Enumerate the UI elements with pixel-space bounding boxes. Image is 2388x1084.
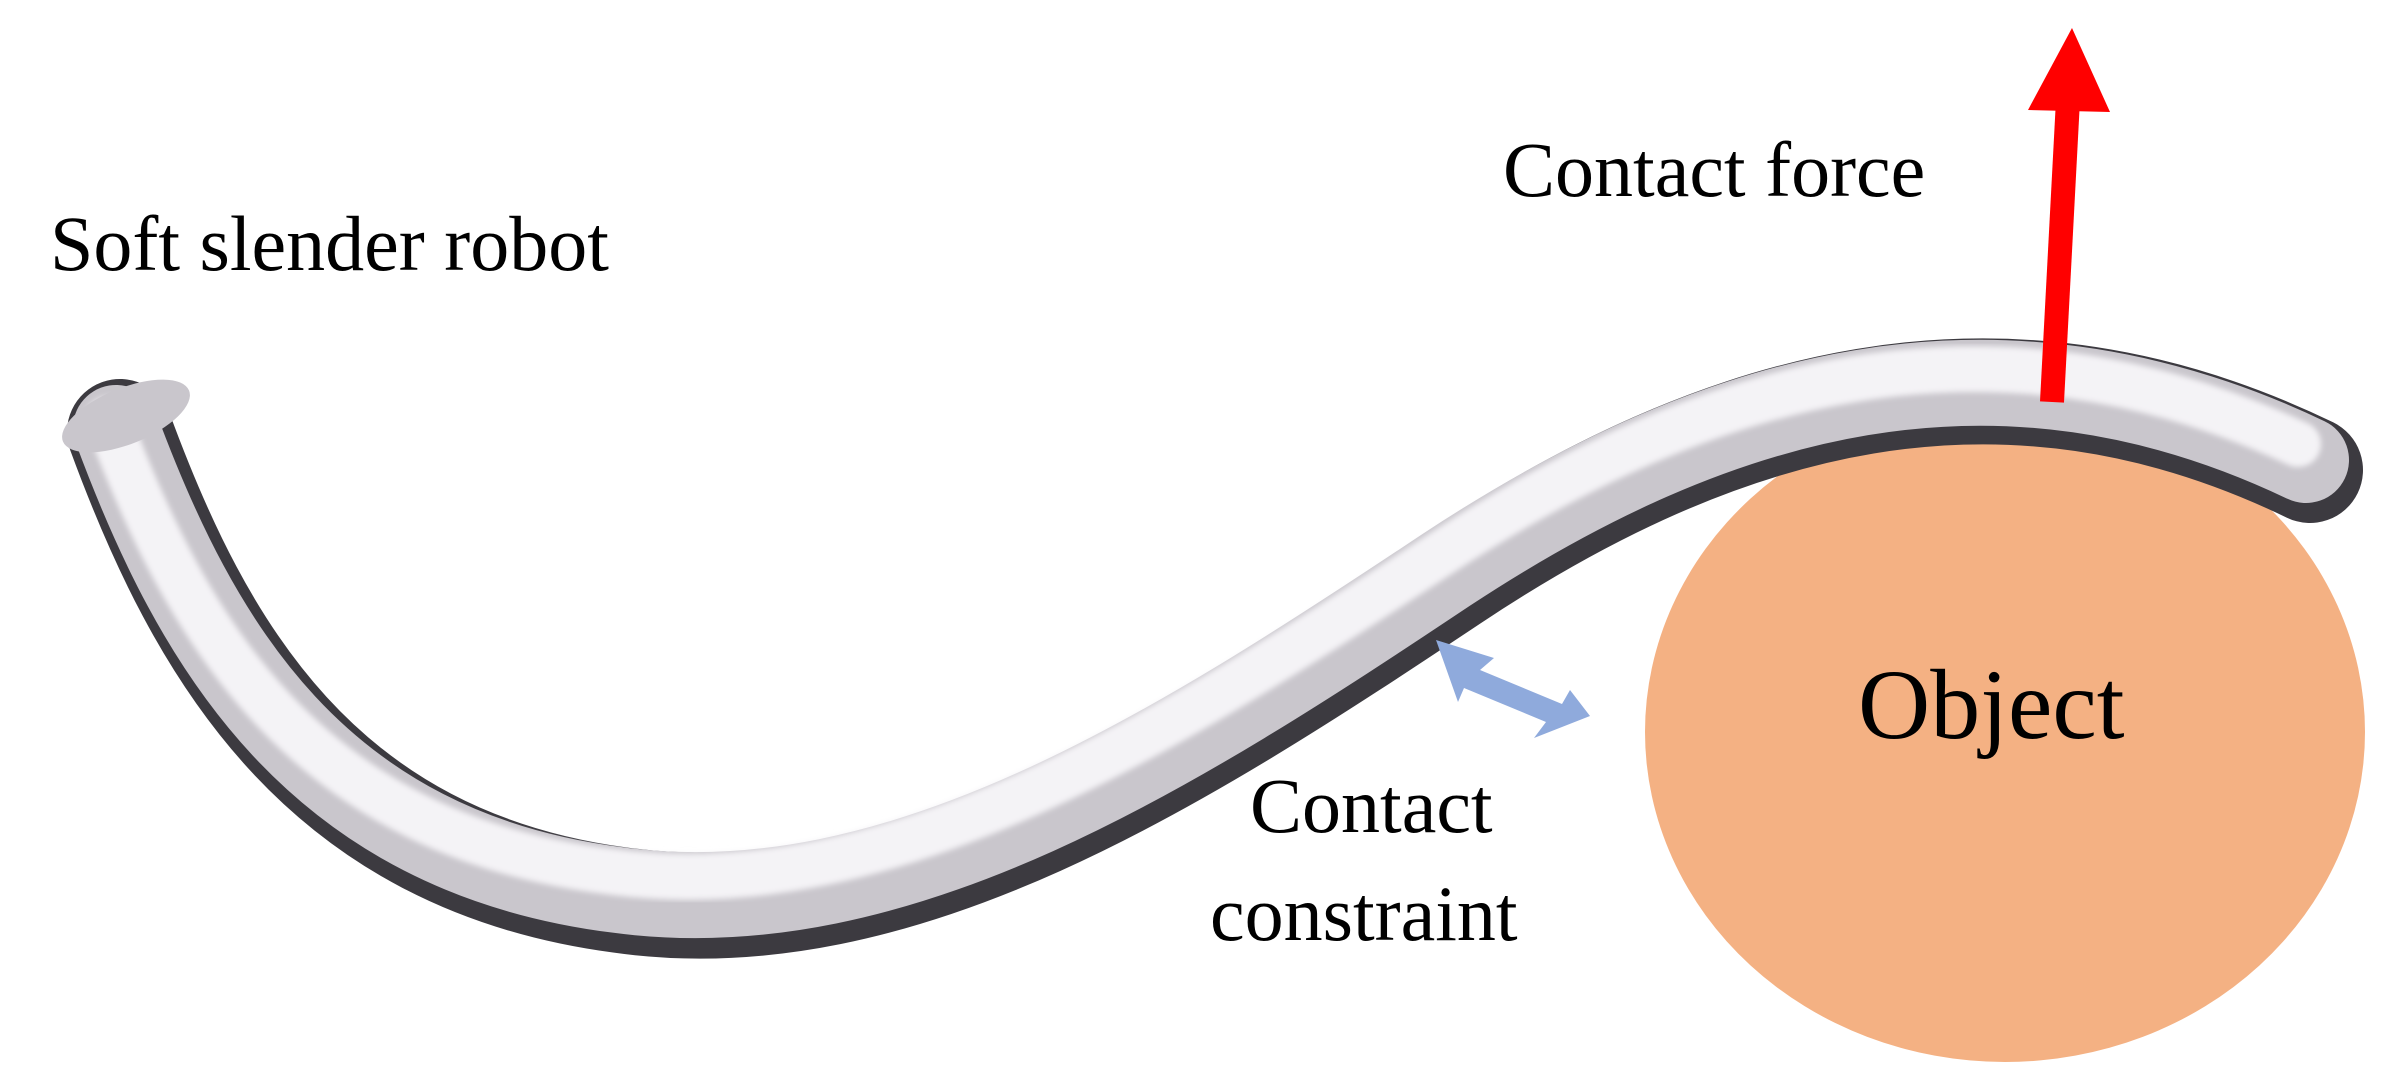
object-label: Object [1858, 649, 2125, 760]
contact-constraint-arrow [1436, 640, 1590, 738]
object-shape [1645, 402, 2365, 1062]
robot-end-cap [62, 379, 190, 453]
constraint-double-arrow [1436, 640, 1590, 738]
contact-force-arrow [2028, 28, 2110, 403]
force-arrow-head [2028, 28, 2110, 112]
robot-tube-highlight [85, 346, 2321, 900]
contact-constraint-label-line2: constraint [1210, 870, 1518, 957]
contact-constraint-label-line1: Contact [1250, 762, 1493, 849]
force-arrow-shaft [2040, 99, 2080, 403]
robot-label: Soft slender robot [50, 200, 609, 287]
soft-slender-robot [62, 338, 2363, 959]
contact-force-label: Contact force [1503, 126, 1925, 213]
